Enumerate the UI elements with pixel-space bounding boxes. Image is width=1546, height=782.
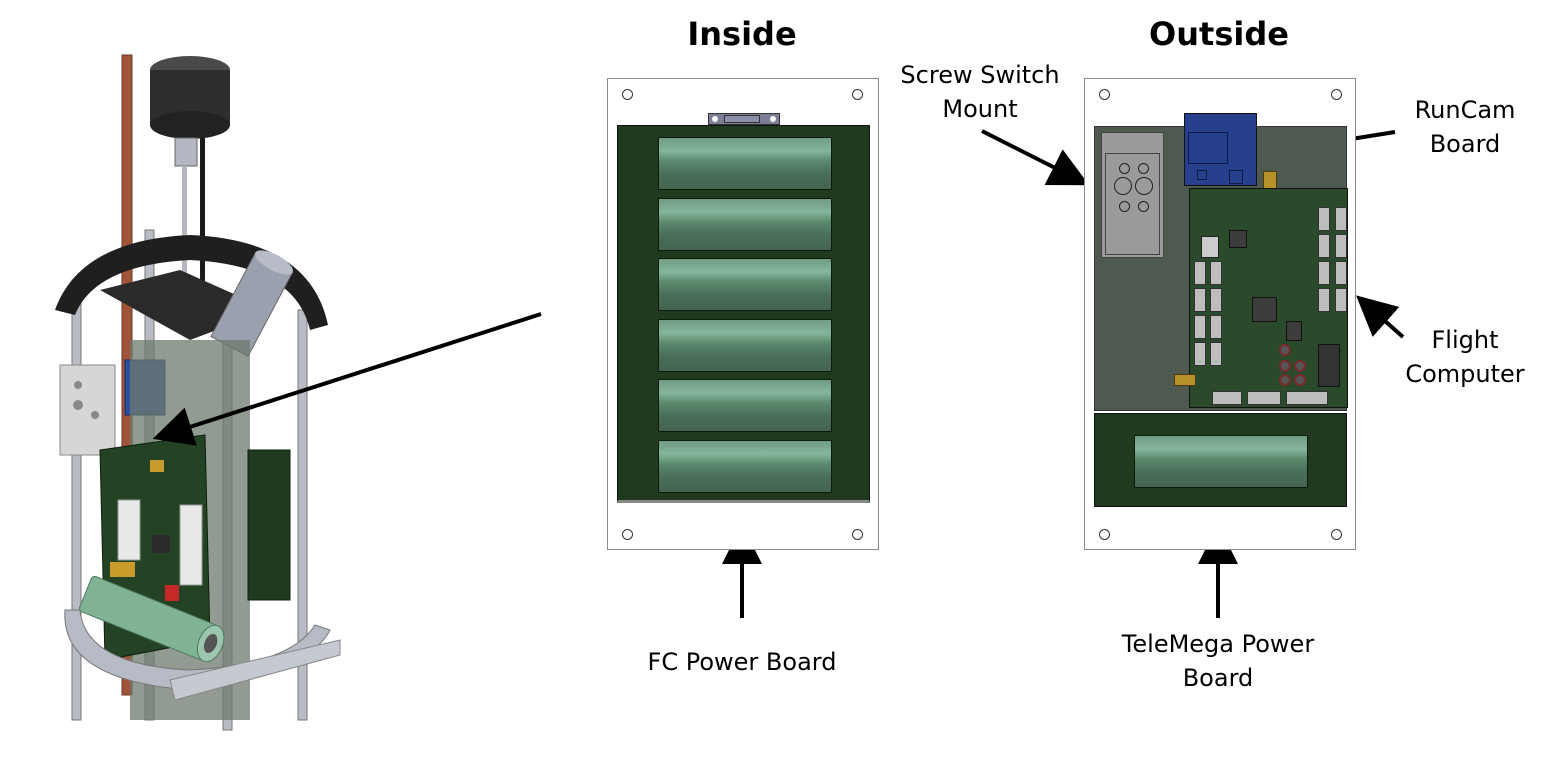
bottom-connector	[1247, 391, 1281, 405]
capacitor	[1294, 374, 1306, 386]
capacitor	[1279, 344, 1291, 356]
capacitor	[1279, 374, 1291, 386]
mounting-hole	[852, 89, 863, 100]
battery-cell	[658, 137, 832, 190]
inside-panel	[607, 78, 879, 550]
capacitor	[1294, 360, 1306, 372]
switch-bracket	[708, 113, 780, 125]
terminal-block	[1335, 234, 1347, 258]
battery-cell	[1134, 435, 1308, 488]
side-pcb	[247, 449, 291, 601]
terminal-block	[1335, 207, 1347, 231]
battery-cell	[658, 258, 832, 311]
screw-switch-mount	[1101, 132, 1164, 258]
processor-chip	[1252, 297, 1277, 322]
battery-cell-3d	[79, 575, 225, 663]
mounting-hole	[1331, 529, 1342, 540]
bottom-connector	[1212, 391, 1242, 405]
chip	[1286, 321, 1302, 341]
terminal-block	[1335, 288, 1347, 312]
terminal-block	[1318, 207, 1330, 231]
telemega-power-board	[1094, 413, 1347, 507]
terminal-block	[1318, 234, 1330, 258]
terminal-block	[1210, 261, 1222, 285]
sma-connector	[1174, 374, 1196, 386]
assembly-render	[55, 54, 341, 731]
label-flight-computer: Flight Computer	[1405, 326, 1525, 388]
terminal-block	[1194, 342, 1206, 366]
battery-cell	[658, 379, 832, 432]
terminal-block	[1318, 288, 1330, 312]
mounting-hole	[852, 529, 863, 540]
label-runcam-board: RunCam Board	[1414, 96, 1516, 158]
terminal-block	[1210, 288, 1222, 312]
antenna-mast-dark	[200, 138, 205, 308]
battery-cell	[658, 318, 832, 372]
terminal-block	[1318, 261, 1330, 285]
battery-cell	[658, 197, 832, 251]
terminal-block	[1335, 261, 1347, 285]
label-screw-switch-mount: Screw Switch Mount	[900, 61, 1060, 123]
label-fc-power-board: FC Power Board	[647, 648, 837, 676]
terminal-block	[1210, 342, 1222, 366]
chip	[1229, 230, 1247, 248]
fc-power-board	[617, 125, 870, 503]
screw-switch-arrow	[981, 129, 1090, 186]
mounting-hole	[1099, 529, 1110, 540]
terminal-block	[1194, 315, 1206, 339]
sd-card-slot	[1201, 236, 1219, 258]
avionics-sled-assembly	[40, 40, 360, 740]
power-connector	[1318, 344, 1340, 387]
battery-cell	[658, 439, 832, 493]
terminal-block	[1194, 288, 1206, 312]
mounting-hole	[622, 529, 633, 540]
label-telemega-power-board: TeleMega Power Board	[1121, 630, 1315, 692]
terminal-block	[1210, 315, 1222, 339]
bottom-connector	[1286, 391, 1328, 405]
antenna-cap-bottom	[150, 111, 230, 139]
runcam-board	[1184, 113, 1257, 186]
terminal-block	[1194, 261, 1206, 285]
mounting-hole	[1099, 89, 1110, 100]
heading-outside: Outside	[1149, 15, 1289, 53]
heading-inside: Inside	[687, 15, 797, 53]
mounting-hole	[1331, 89, 1342, 100]
capacitor	[1279, 360, 1291, 372]
switch-mount-block	[59, 364, 116, 456]
mounting-hole	[622, 89, 633, 100]
outside-panel	[1084, 78, 1356, 550]
antenna-collar	[174, 137, 198, 167]
flight-computer-board	[1174, 188, 1348, 408]
